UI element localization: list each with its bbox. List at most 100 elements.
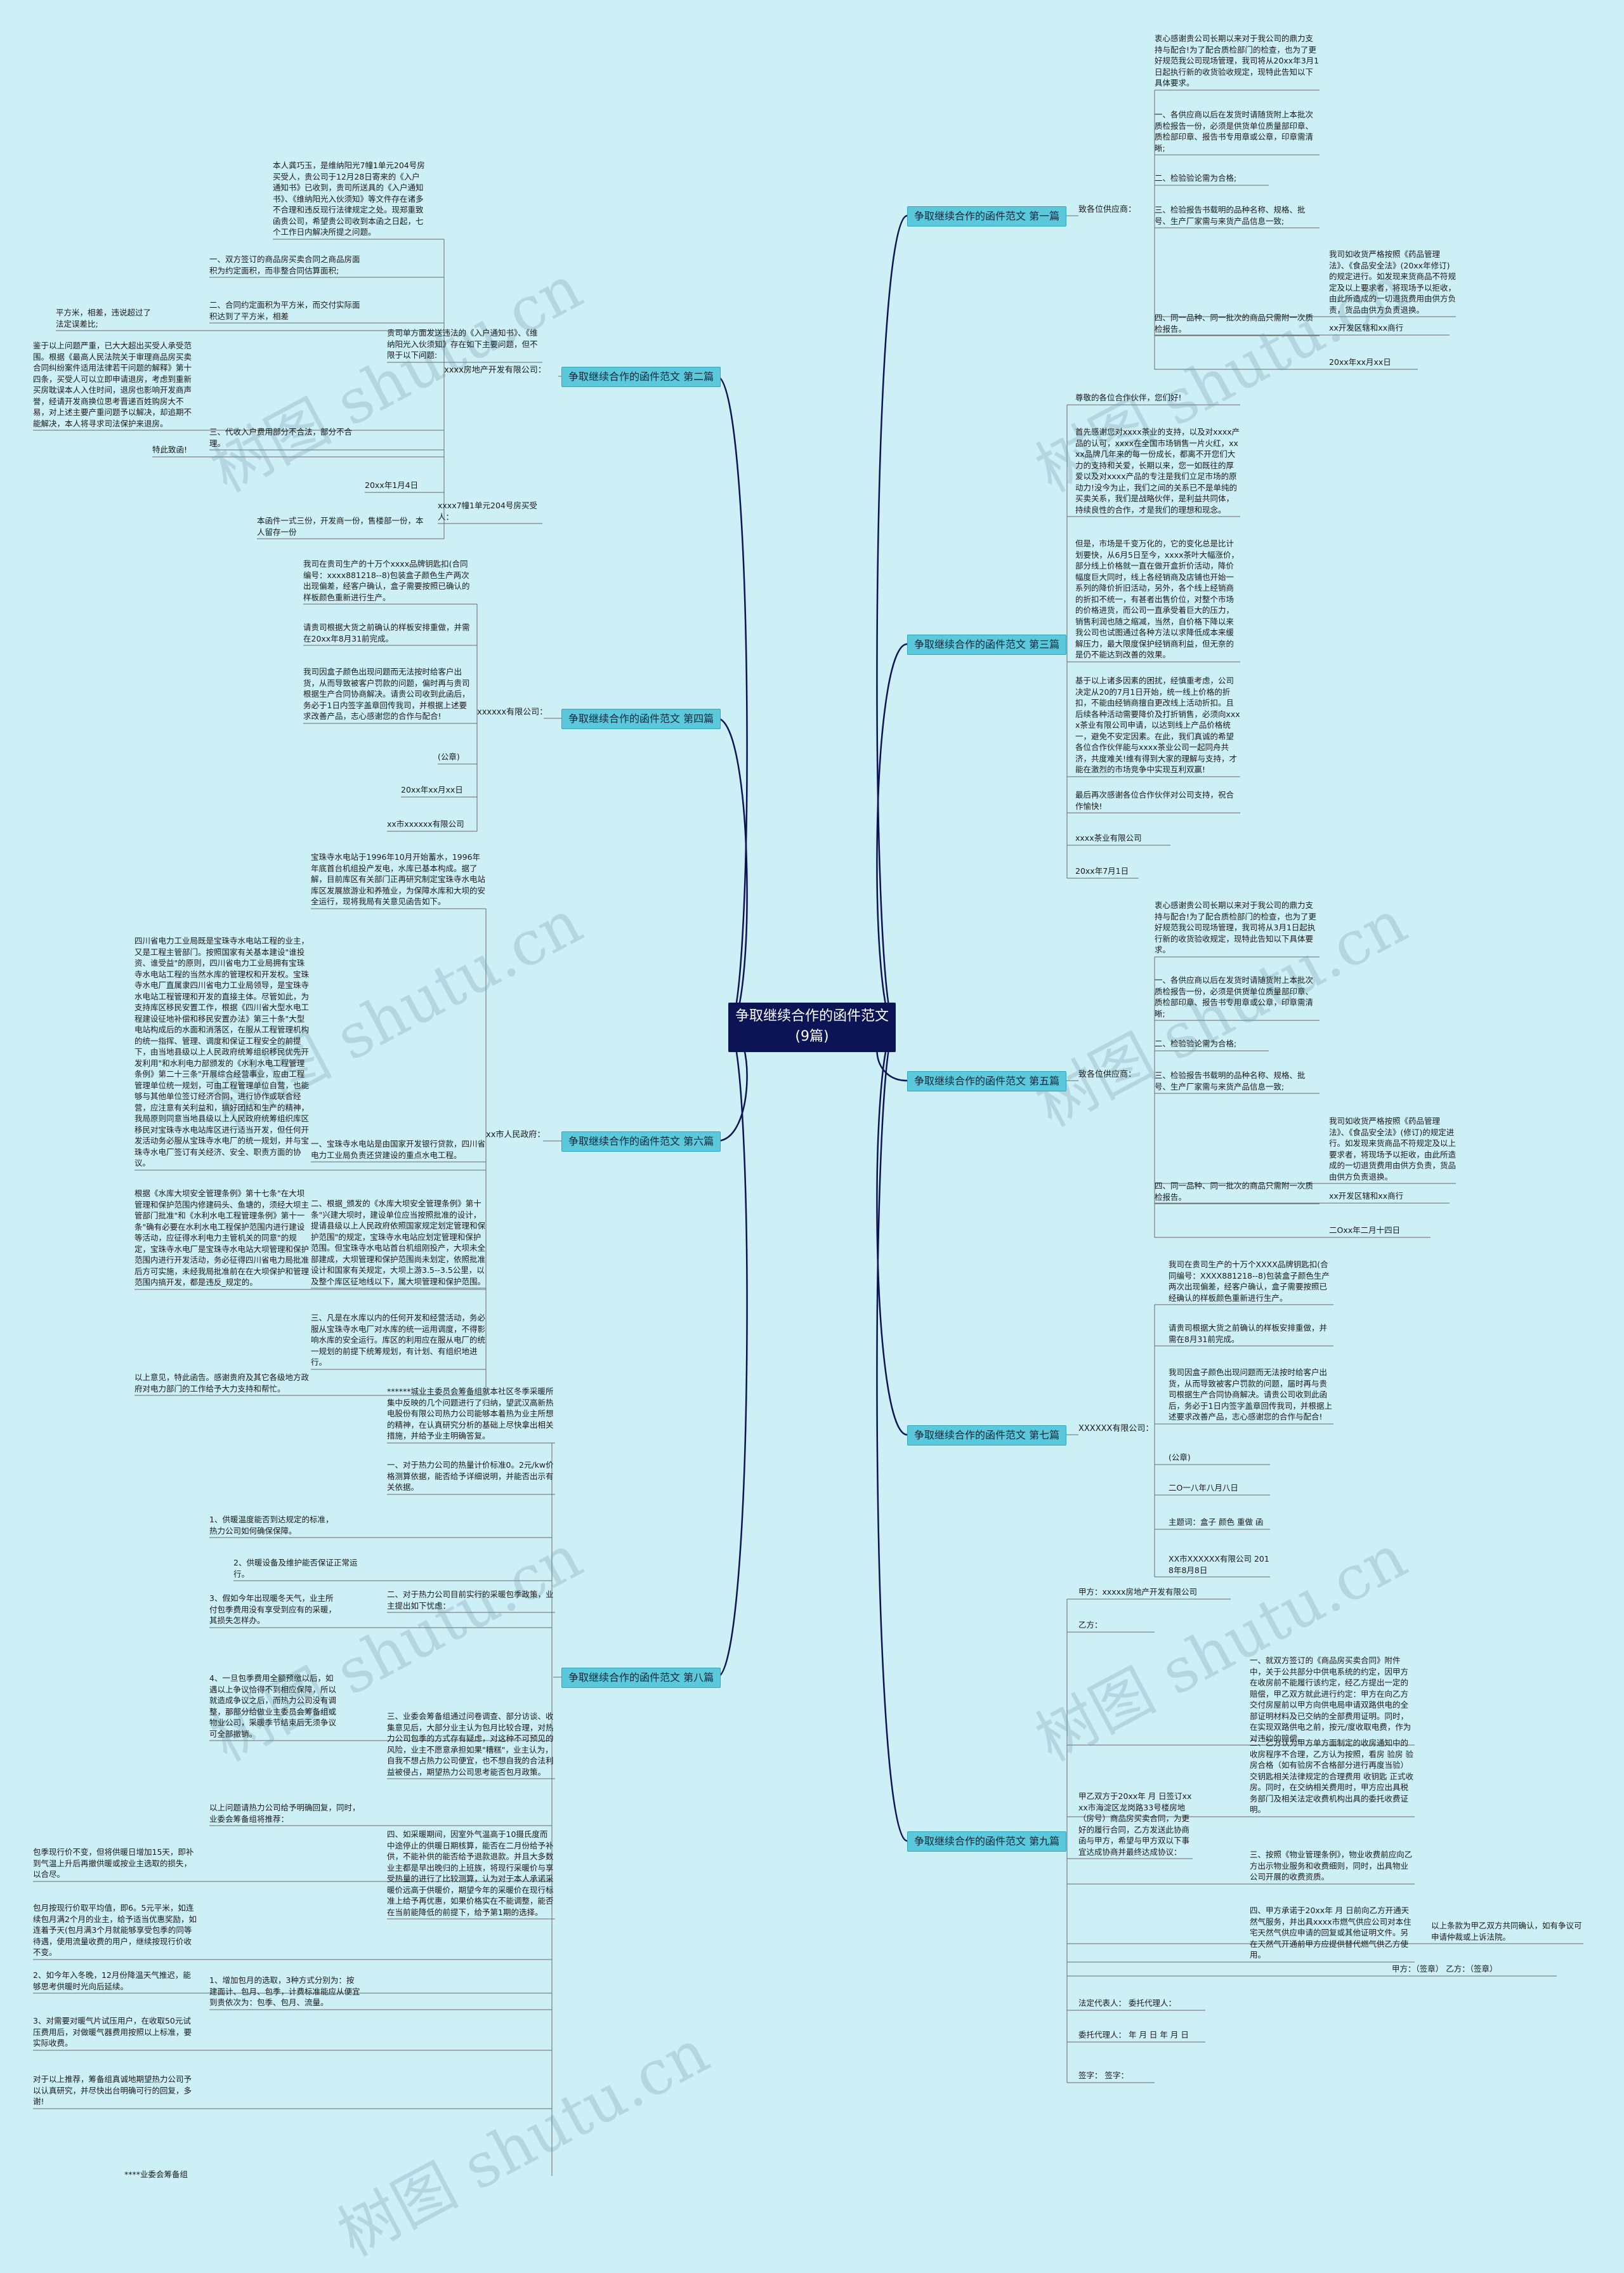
branch-9-text-5: 二、乙方认为甲方单方面制定的收房通知中的收房程序不合理，乙方认为按照，看房 验房… [1250,1738,1413,1814]
branch-9-text-2: 乙方： [1078,1620,1103,1630]
branch-7-text-7: XX市XXXXXX有限公司 2018年8月8日 [1169,1554,1269,1575]
branch-6-text-4: 根据《水库大坝安全管理条例》第十七条"在大坝管理和保护范围内修建码头、鱼塘的，须… [134,1189,310,1287]
root-topic[interactable]: 争取继续合作的函件范文(9篇) [728,1003,896,1052]
branch-5-text-3: 二、检验验论需为合格; [1155,1039,1237,1048]
root-link-9 [876,1026,908,1842]
root-link-1 [876,214,908,1029]
branch-2-text-6: 特此致函! [152,445,188,454]
branch-7-text-3: 我司因盒子颜色出现问题而无法按时给客户出货，从而导致被客户罚款的问题，届时再与贵… [1169,1367,1332,1421]
branch-8-text-2: 一、对于热力公司的热量计价标准0。2元/kw价格测算依据，能否给予详细说明，并能… [387,1460,554,1492]
branch-2-text-3: 二、合同约定面积为平方米，而交付实际面积达到了平方米，相差 [209,300,360,321]
branch-8-text-16: 对于以上推荐，筹备组真诚地期望热力公司予以认真研究，并尽快出台明确可行的回复，多… [33,2074,192,2106]
branch-8-text-8: 三、业委会筹备组通过问卷调查、部分访谈、收集意见后，大部分业主认为包月比较合理，… [387,1711,554,1777]
branch-1-text-2: 一、各供应商以后在发货时请随货附上本批次质检报告一份，必须是供货单位质量部印章、… [1155,110,1314,153]
branch-8-text-10: 四、如采暖期间，因室外气温高于10摄氏度而中途停止的供暖日期核算，能否在二月份给… [387,1829,554,1917]
branch-6-text-6: 三、凡是在水库以内的任何开发和经营活动，务必服从宝珠寺水电厂对水库的统一运用调度… [311,1313,486,1367]
branch-4-text-2: 请贵司根据大货之前确认的样板安排重做，并需在20xx年8月31前完成。 [303,623,470,643]
branch-1-recipient: 致各位供应商： [1078,205,1137,214]
branch-2-recipient: xxxx房地产开发有限公司： [444,366,546,375]
branch-7-text-1: 我司在贵司生产的十万个XXXX品牌钥匙扣(合同编号：XXXX881218--8)… [1169,1260,1330,1303]
root-link-2 [716,375,748,1029]
branch-9-text-3: 甲乙双方于20xx年 月 日签订xxxx市海淀区龙岗路33号楼房地（房号）商品房… [1078,1791,1192,1857]
branch-3-text-7: 20xx年7月1日 [1075,866,1129,876]
branch-2-text-9: 20xx年1月4日 [365,480,419,490]
branch-3-text-6: xxxx茶业有限公司 [1075,833,1142,843]
branch-8-text-14: 2、如今年入冬晚，12月份降温天气推迟，能够思考供暖时光向后延续。 [33,1970,191,1991]
branch-7-text-6: 主题词：盒子 颜色 重做 函 [1169,1517,1264,1527]
branch-8-text-11: 1、增加包月的选取，3种方式分别为：按建面计、包月、包季，计费标准能应从便宜到贵… [209,1975,360,2007]
branch-5[interactable]: 争取继续合作的函件范文 第五篇 [907,1071,1067,1091]
branch-2-text-11: 本函件一式三份，开发商一份，售楼部一份，本人留存一份 [257,516,424,537]
branch-2-text-5: 鉴于以上问题严重，已大大超出买受人承受范围。根据《最高人民法院关于审理商品房买卖… [33,341,192,428]
branch-8[interactable]: 争取继续合作的函件范文 第八篇 [561,1668,721,1688]
branch-7-text-2: 请贵司根据大货之前确认的样板安排重做，并需在8月31前完成。 [1169,1323,1328,1344]
branch-6-text-1: 宝珠寺水电站于1996年10月开始蓄水，1996年年底首台机组投产发电，水库已基… [311,852,486,906]
branch-3[interactable]: 争取继续合作的函件范文 第三篇 [907,635,1067,655]
branch-4-text-6: xx市xxxxxx有限公司 [387,819,464,829]
branch-4-text-5: 20xx年xx月xx日 [401,785,463,794]
branch-7-text-4: (公章) [1169,1453,1191,1462]
branch-6[interactable]: 争取继续合作的函件范文 第六篇 [561,1131,721,1152]
branch-1-text-4: 三、检验报告书载明的品种名称、规格、批号、生产厂家需与来货产品信息一致; [1155,205,1306,226]
branch-3-text-2: 首先感谢您对xxxx茶业的支持，以及对xxxx产品的认可，xxxx在全国市场销售… [1075,427,1240,515]
branch-5-text-8: 二Oxx年二月十四日 [1329,1225,1401,1235]
branch-8-text-6: 3、假如今年出现暖冬天气，业主所付包季费用没有享受到应有的采暖，其损失怎样办。 [209,1593,337,1625]
root-link-3 [876,643,908,1029]
branch-3-text-5: 最后再次感谢各位合作伙伴对公司支持，祝合作愉快! [1075,790,1234,811]
watermark: 树图 shutu.cn [327,2015,720,2270]
branch-8-text-17: ****业委会筹备组 [124,2170,188,2179]
branch-1[interactable]: 争取继续合作的函件范文 第一篇 [907,206,1067,227]
branch-2[interactable]: 争取继续合作的函件范文 第二篇 [561,367,721,387]
branch-2-text-7: 贵司单方面发送违法的《入户通知书》、《维纳阳光入伙须知》存在如下主要问题，但不限… [387,328,538,360]
branch-5-text-1: 衷心感谢贵公司长期以来对于我公司的鼎力支持与配合!为了配合质检部门的检查，也为了… [1155,900,1317,954]
branch-5-recipient: 致各位供应商： [1078,1070,1137,1079]
branch-9-text-4: 一、就双方签订的《商品房买卖合同》附件中，关于公共部分中供电系统的约定，因甲方在… [1250,1656,1411,1743]
branch-8-text-5: 二、对于热力公司目前实行的采暖包季政策，业主提出如下忧虑： [387,1590,554,1611]
branch-1-text-1: 衷心感谢贵公司长期以来对于我公司的鼎力支持与配合!为了配合质检部门的检查，也为了… [1155,34,1320,88]
branch-5-text-2: 一、各供应商以后在发货时请随货附上本批次质检报告一份，必须是供货单位质量部印章、… [1155,975,1314,1018]
branch-9-text-11: 委托代理人： 年 月 日 年 月 日 [1078,2030,1189,2039]
branch-6-recipient: xx市人民政府： [486,1130,546,1140]
branch-2-text-2: 一、双方签订的商品房买卖合同之商品房面积为约定面积，而非整合同估算面积; [209,254,360,275]
branch-7-text-5: 二O一八年八月八日 [1169,1483,1238,1492]
branch-7[interactable]: 争取继续合作的函件范文 第七篇 [907,1425,1067,1446]
branch-8-text-7: 4、一旦包季费用全额预缴以后，如遇以上争议恰得不到相应保障，所以就造成争议之后，… [209,1673,337,1739]
branch-1-text-3: 二、检验验论需为合格; [1155,173,1237,183]
branch-8-text-1: ******城业主委员会筹备组就本社区冬季采暖所集中反映的几个问题进行了归纳，望… [387,1387,554,1440]
branch-1-text-8: 20xx年xx月xx日 [1329,357,1391,367]
branch-6-text-2: 四川省电力工业局既是宝珠寺水电站工程的业主，又是工程主管部门。按照国家有关基本建… [134,936,310,1168]
branch-8-text-12: 包季现行价不变，但将供暖日增加15天，即补到气温上升后再撤供暖或按业主选取的损失… [33,1847,194,1879]
branch-9-text-1: 甲方：xxxxx房地产开发有限公司 [1078,1587,1197,1597]
branch-3-text-1: 尊敬的各位合作伙伴，您们好! [1075,393,1182,402]
branch-9[interactable]: 争取继续合作的函件范文 第九篇 [907,1831,1067,1852]
branch-9-text-12: 签字： 签字： [1078,2071,1129,2080]
branch-3-text-4: 基于以上诸多因素的困扰，经慎重考虑，公司决定从20的7月1日开始，统一线上价格的… [1075,676,1240,774]
branch-8-text-3: 1、供暖温度能否到达规定的标准，热力公司如何确保保障。 [209,1515,334,1536]
branch-6-text-7: 以上意见，特此函告。感谢贵府及其它各级地方政府对电力部门的工作给予大力支持和帮忙… [134,1373,310,1393]
branch-2-text-4: 平方米，相差，违说超过了法定误差比; [56,308,152,329]
branch-3-text-3: 但是，市场是千变万化的，它的变化总是比计划要快，从6月5日至今，xxxx茶叶大幅… [1075,539,1239,659]
branch-5-text-6: 四、同一品种、同一批次的商品只需附一次质检报告。 [1155,1181,1314,1202]
branch-9-text-7: 四、甲方承诺于20xx年 月 日前向乙方开通天然气服务，并出具xxxx市燃气供应… [1250,1906,1411,1960]
branch-2-text-8: 三、代收入户费用部分不合法，部分不合理。 [209,427,353,448]
branch-8-text-13: 包月按现行价取平均值，即6。5元平米，如连续包月满2个月的业主，给予适当优惠奖励… [33,1903,197,1957]
branch-1-text-5: 四、同一品种、同一批次的商品只需附一次质检报告。 [1155,313,1314,334]
branch-9-text-9: 甲方：（签章） 乙方：（签章） [1392,1964,1498,1973]
branch-4-text-1: 我司在贵司生产的十万个xxxx品牌钥匙扣(合同编号：xxxx881218--8)… [303,559,470,602]
branch-6-text-3: 一、宝珠寺水电站是由国家开发银行贷款，四川省电力工业局负责还贷建设的重点水电工程… [311,1139,486,1160]
branch-7-recipient: XXXXXX有限公司： [1078,1424,1154,1433]
branch-4[interactable]: 争取继续合作的函件范文 第四篇 [561,709,721,729]
branch-8-text-9: 以上问题请热力公司给予明确回复，同时，业委会筹备组将推荐： [209,1803,360,1824]
branch-4-text-3: 我司因盒子颜色出现问题而无法按时给客户出货，从而导致被客户罚款的问题，偏时再与贵… [303,667,470,721]
branch-9-text-6: 三、按照《物业管理条例》，物业收费前应向乙方出示物业服务和收费细则，同时，出具物… [1250,1850,1413,1881]
branch-4-text-4: (公章) [438,752,460,761]
branch-8-text-15: 3、对需要对暖气片试压用户，在收取50元试压费用后，对做暖气器费用按照以上标准，… [33,2016,192,2048]
branch-9-text-10: 法定代表人： 委托代理人： [1078,1998,1176,2008]
branch-5-text-4: 三、检验报告书载明的品种名称、规格、批号、生产厂家需与来货产品信息一致; [1155,1071,1306,1091]
branch-1-text-7: xx开发区辖和xx商行 [1329,323,1404,333]
branch-4-recipient: xxxxxx有限公司： [477,708,548,717]
branch-9-text-8: 以上条款为甲乙双方共同确认，如有争议可申请仲裁或上诉法院。 [1431,1921,1582,1942]
branch-2-text-1: 本人龚巧玉，是维纳阳光7幢1单元204号房买受人，贵公司于12月28日寄来的《入… [273,161,425,237]
branch-5-text-7: xx开发区辖和xx商行 [1329,1191,1404,1201]
root-link-4 [716,717,748,1029]
